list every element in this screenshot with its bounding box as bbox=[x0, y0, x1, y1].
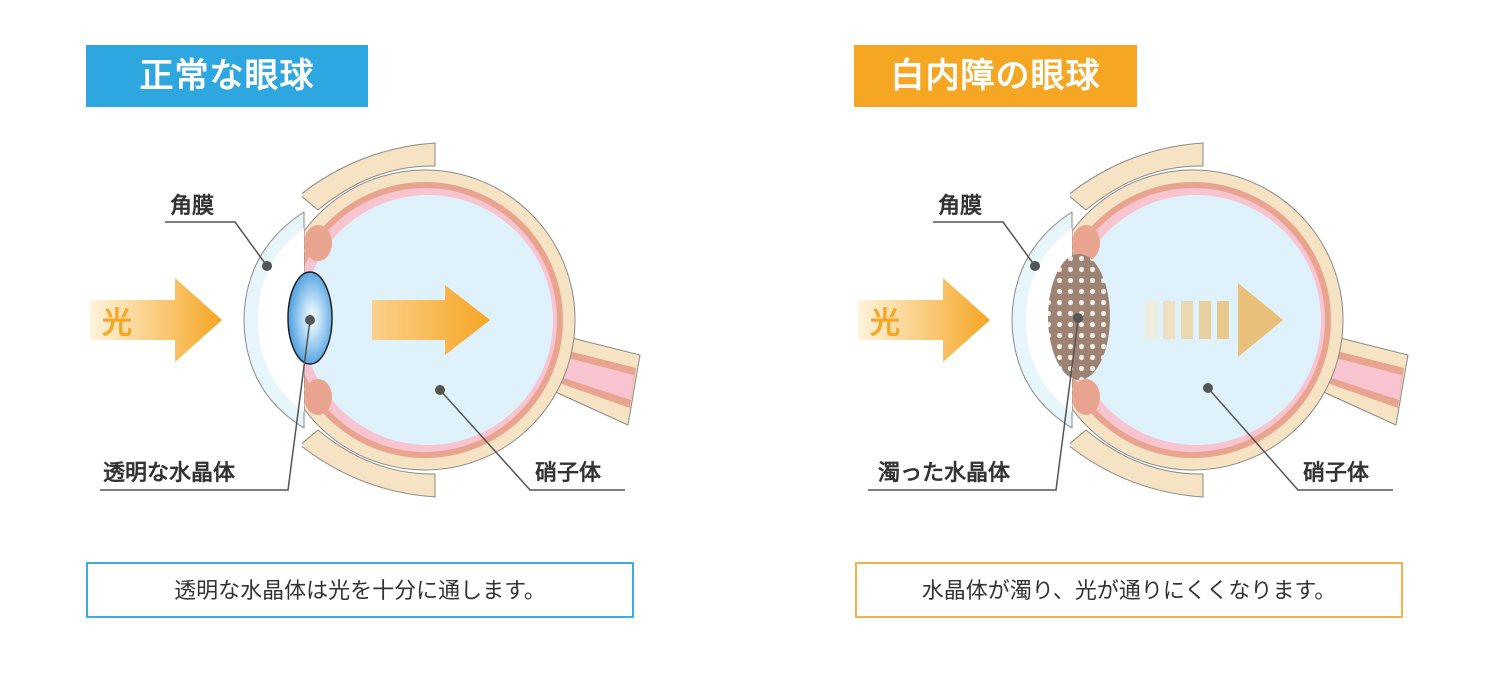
vitreous-label: 硝子体 bbox=[1303, 460, 1370, 486]
normal-eye-caption: 透明な水晶体は光を十分に通します。 bbox=[86, 562, 634, 618]
iris-top bbox=[1072, 225, 1100, 261]
light-arrow-inside bbox=[372, 285, 490, 355]
cataract-eye-caption: 水晶体が濁り、光が通りにくくなります。 bbox=[855, 562, 1403, 618]
vitreous-body bbox=[1071, 195, 1321, 445]
cataract-eye: 光 角膜 濁った水晶体 bbox=[858, 142, 1409, 498]
normal-eye-title: 正常な眼球 bbox=[86, 45, 368, 107]
weakened-light-arrow bbox=[1145, 283, 1283, 357]
iris-top bbox=[304, 225, 332, 261]
iris-bottom bbox=[1072, 379, 1100, 415]
lower-eyelid bbox=[1067, 429, 1204, 498]
lower-eyelid bbox=[299, 429, 436, 498]
lens-label: 濁った水晶体 bbox=[878, 461, 1011, 486]
cataract-eye-title: 白内障の眼球 bbox=[854, 45, 1137, 107]
cornea-label: 角膜 bbox=[938, 193, 982, 219]
light-arrow: 光 bbox=[858, 278, 990, 362]
upper-eyelid bbox=[1067, 142, 1204, 211]
light-label: 光 bbox=[870, 306, 900, 341]
lens-label: 透明な水晶体 bbox=[103, 461, 236, 486]
light-arrow: 光 bbox=[90, 278, 222, 362]
normal-eye: 光 角膜 透明な水晶体 硝子体 bbox=[90, 142, 641, 498]
cornea-label: 角膜 bbox=[170, 193, 214, 219]
upper-eyelid bbox=[299, 142, 436, 211]
iris-bottom bbox=[304, 379, 332, 415]
light-label: 光 bbox=[102, 306, 132, 341]
vitreous-label: 硝子体 bbox=[535, 460, 602, 486]
